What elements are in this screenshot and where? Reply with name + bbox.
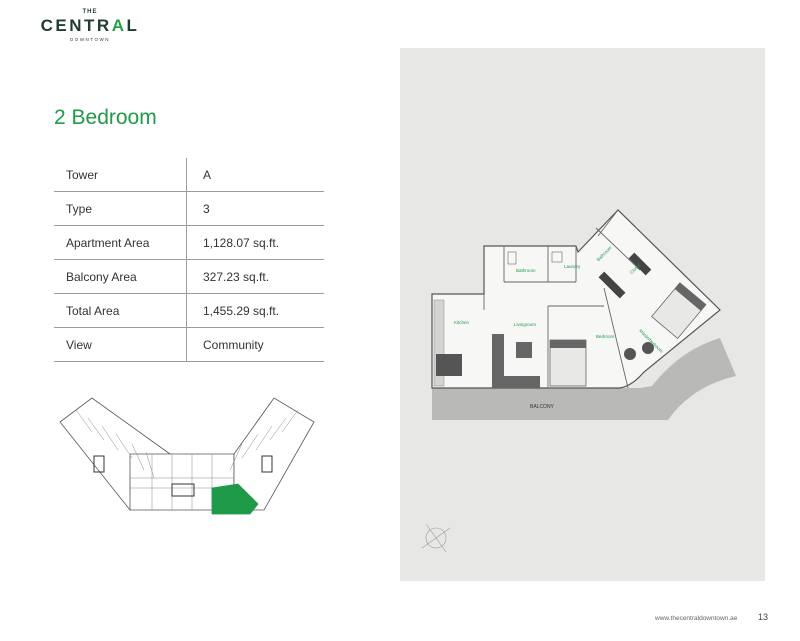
page-number: 13 (758, 612, 769, 622)
spec-row-view: View Community (54, 327, 324, 362)
logo-the: THE (82, 9, 98, 15)
floor-plan-panel: Kitchen Livingroom Bathroom Laundry Bedr… (400, 48, 765, 581)
spec-value: 327.23 sq.ft. (186, 259, 324, 294)
spec-row-total-area: Total Area 1,455.29 sq.ft. (54, 293, 324, 328)
dining-table (436, 354, 462, 376)
bath-fixture (507, 251, 517, 265)
unit-title: 2 Bedroom (54, 106, 157, 129)
north-arrow-icon (421, 523, 451, 553)
spec-row-tower: Tower A (54, 158, 324, 192)
spec-value: 3 (186, 191, 324, 226)
spec-row-balcony-area: Balcony Area 327.23 sq.ft. (54, 259, 324, 294)
floor-plan-drawing: Kitchen Livingroom Bathroom Laundry Bedr… (421, 209, 736, 553)
interior-walls (483, 209, 641, 389)
kitchen-counter (433, 299, 445, 387)
master-bed (651, 282, 707, 339)
logo-central: CENTRAL (40, 16, 140, 35)
central-core (171, 483, 195, 497)
spec-value: A (186, 158, 324, 192)
brand-logo: THE CENTRAL DOWNTOWN (40, 8, 140, 44)
closet-unit (598, 271, 626, 299)
spec-table: Tower A Type 3 Apartment Area 1,128.07 s… (54, 158, 324, 362)
highlighted-unit (211, 483, 259, 515)
balcony-area (432, 338, 736, 420)
spec-value: 1,128.07 sq.ft. (186, 225, 324, 260)
room-label-bedroom: Bedroom (596, 334, 615, 339)
spec-label: Total Area (54, 293, 187, 328)
sofa (492, 334, 540, 388)
room-label-livingroom: Livingroom (514, 322, 536, 327)
spec-row-type: Type 3 (54, 191, 324, 226)
left-core (93, 455, 105, 473)
spec-label: View (54, 327, 187, 362)
logo-downtown: DOWNTOWN (70, 37, 110, 42)
room-label-balcony: BALCONY (530, 404, 555, 410)
footer-url[interactable]: www.thecentraldowntown.ae (655, 615, 738, 622)
room-label-kitchen: Kitchen (454, 320, 470, 325)
spec-value: 1,455.29 sq.ft. (186, 293, 324, 328)
coffee-table (516, 342, 532, 358)
key-plan-partitions (75, 409, 299, 510)
spec-label: Tower (54, 158, 187, 192)
spec-label: Balcony Area (54, 259, 187, 294)
armchair-2 (642, 342, 654, 354)
spec-label: Type (54, 191, 187, 226)
closet-unit-2 (628, 252, 652, 276)
room-label-laundry: Laundry (564, 264, 581, 269)
room-label-bathroom: Bathroom (516, 268, 536, 273)
key-plan-drawing (59, 397, 315, 515)
spec-row-apartment-area: Apartment Area 1,128.07 sq.ft. (54, 225, 324, 260)
spec-value: Community (186, 327, 324, 362)
armchair (624, 348, 636, 360)
key-plan (52, 392, 322, 522)
spec-label: Apartment Area (54, 225, 187, 260)
laundry-fixture (551, 251, 563, 263)
right-core (261, 455, 273, 473)
bedroom-headboard (550, 340, 586, 348)
